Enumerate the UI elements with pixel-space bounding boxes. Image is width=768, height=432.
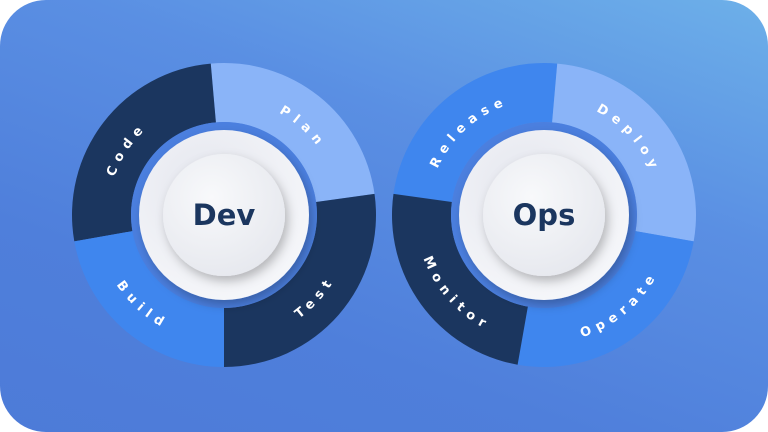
stage-segment-build <box>74 231 224 367</box>
stage-segment-release <box>393 63 558 203</box>
stage-segment-test <box>224 193 376 367</box>
stage-segment-plan <box>210 63 375 203</box>
ops-hub-title: Ops <box>513 198 576 232</box>
stage-segment-monitor <box>392 193 528 365</box>
dev-hub-button <box>163 154 285 276</box>
stage-segment-operate <box>517 231 694 367</box>
stage-segment-code <box>72 63 216 242</box>
ops-hub-button <box>483 154 605 276</box>
stage-segment-deploy <box>552 63 697 242</box>
dev-hub-title: Dev <box>193 198 256 232</box>
